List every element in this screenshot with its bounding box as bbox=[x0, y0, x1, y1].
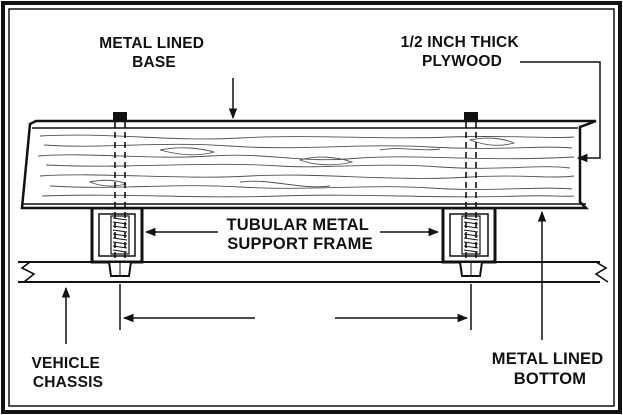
label-vehicle-chassis-line1: VEHICLE bbox=[31, 355, 100, 372]
label-metal-lined-base-line1: METAL LINED bbox=[99, 35, 204, 52]
label-tubular-frame: TUBULAR METAL SUPPORT FRAME bbox=[226, 216, 373, 253]
label-plywood: 1/2 INCH THICK PLYWOOD bbox=[401, 34, 524, 70]
label-metal-lined-base-line2: BASE bbox=[132, 54, 176, 71]
leader-plywood bbox=[520, 61, 601, 163]
label-tubular-frame-line2: SUPPORT FRAME bbox=[227, 235, 373, 253]
bolt-spacing-dimension bbox=[119, 284, 472, 330]
bolt-right bbox=[458, 112, 484, 277]
label-vehicle-chassis-line2: CHASSIS bbox=[33, 374, 103, 391]
label-tubular-frame-line1: TUBULAR METAL bbox=[226, 216, 368, 234]
plywood-board bbox=[20, 119, 597, 210]
label-metal-lined-bottom-line1: METAL LINED bbox=[492, 350, 604, 368]
bolt-left bbox=[107, 112, 133, 277]
wood-grain bbox=[37, 134, 575, 198]
label-metal-lined-bottom: METAL LINED BOTTOM bbox=[492, 350, 608, 388]
label-vehicle-chassis: VEHICLE CHASSIS bbox=[31, 355, 104, 391]
label-plywood-line2: PLYWOOD bbox=[422, 53, 502, 70]
label-metal-lined-bottom-line2: BOTTOM bbox=[514, 370, 586, 388]
label-metal-lined-base: METAL LINED BASE bbox=[99, 35, 208, 71]
label-plywood-line1: 1/2 INCH THICK bbox=[401, 34, 520, 51]
